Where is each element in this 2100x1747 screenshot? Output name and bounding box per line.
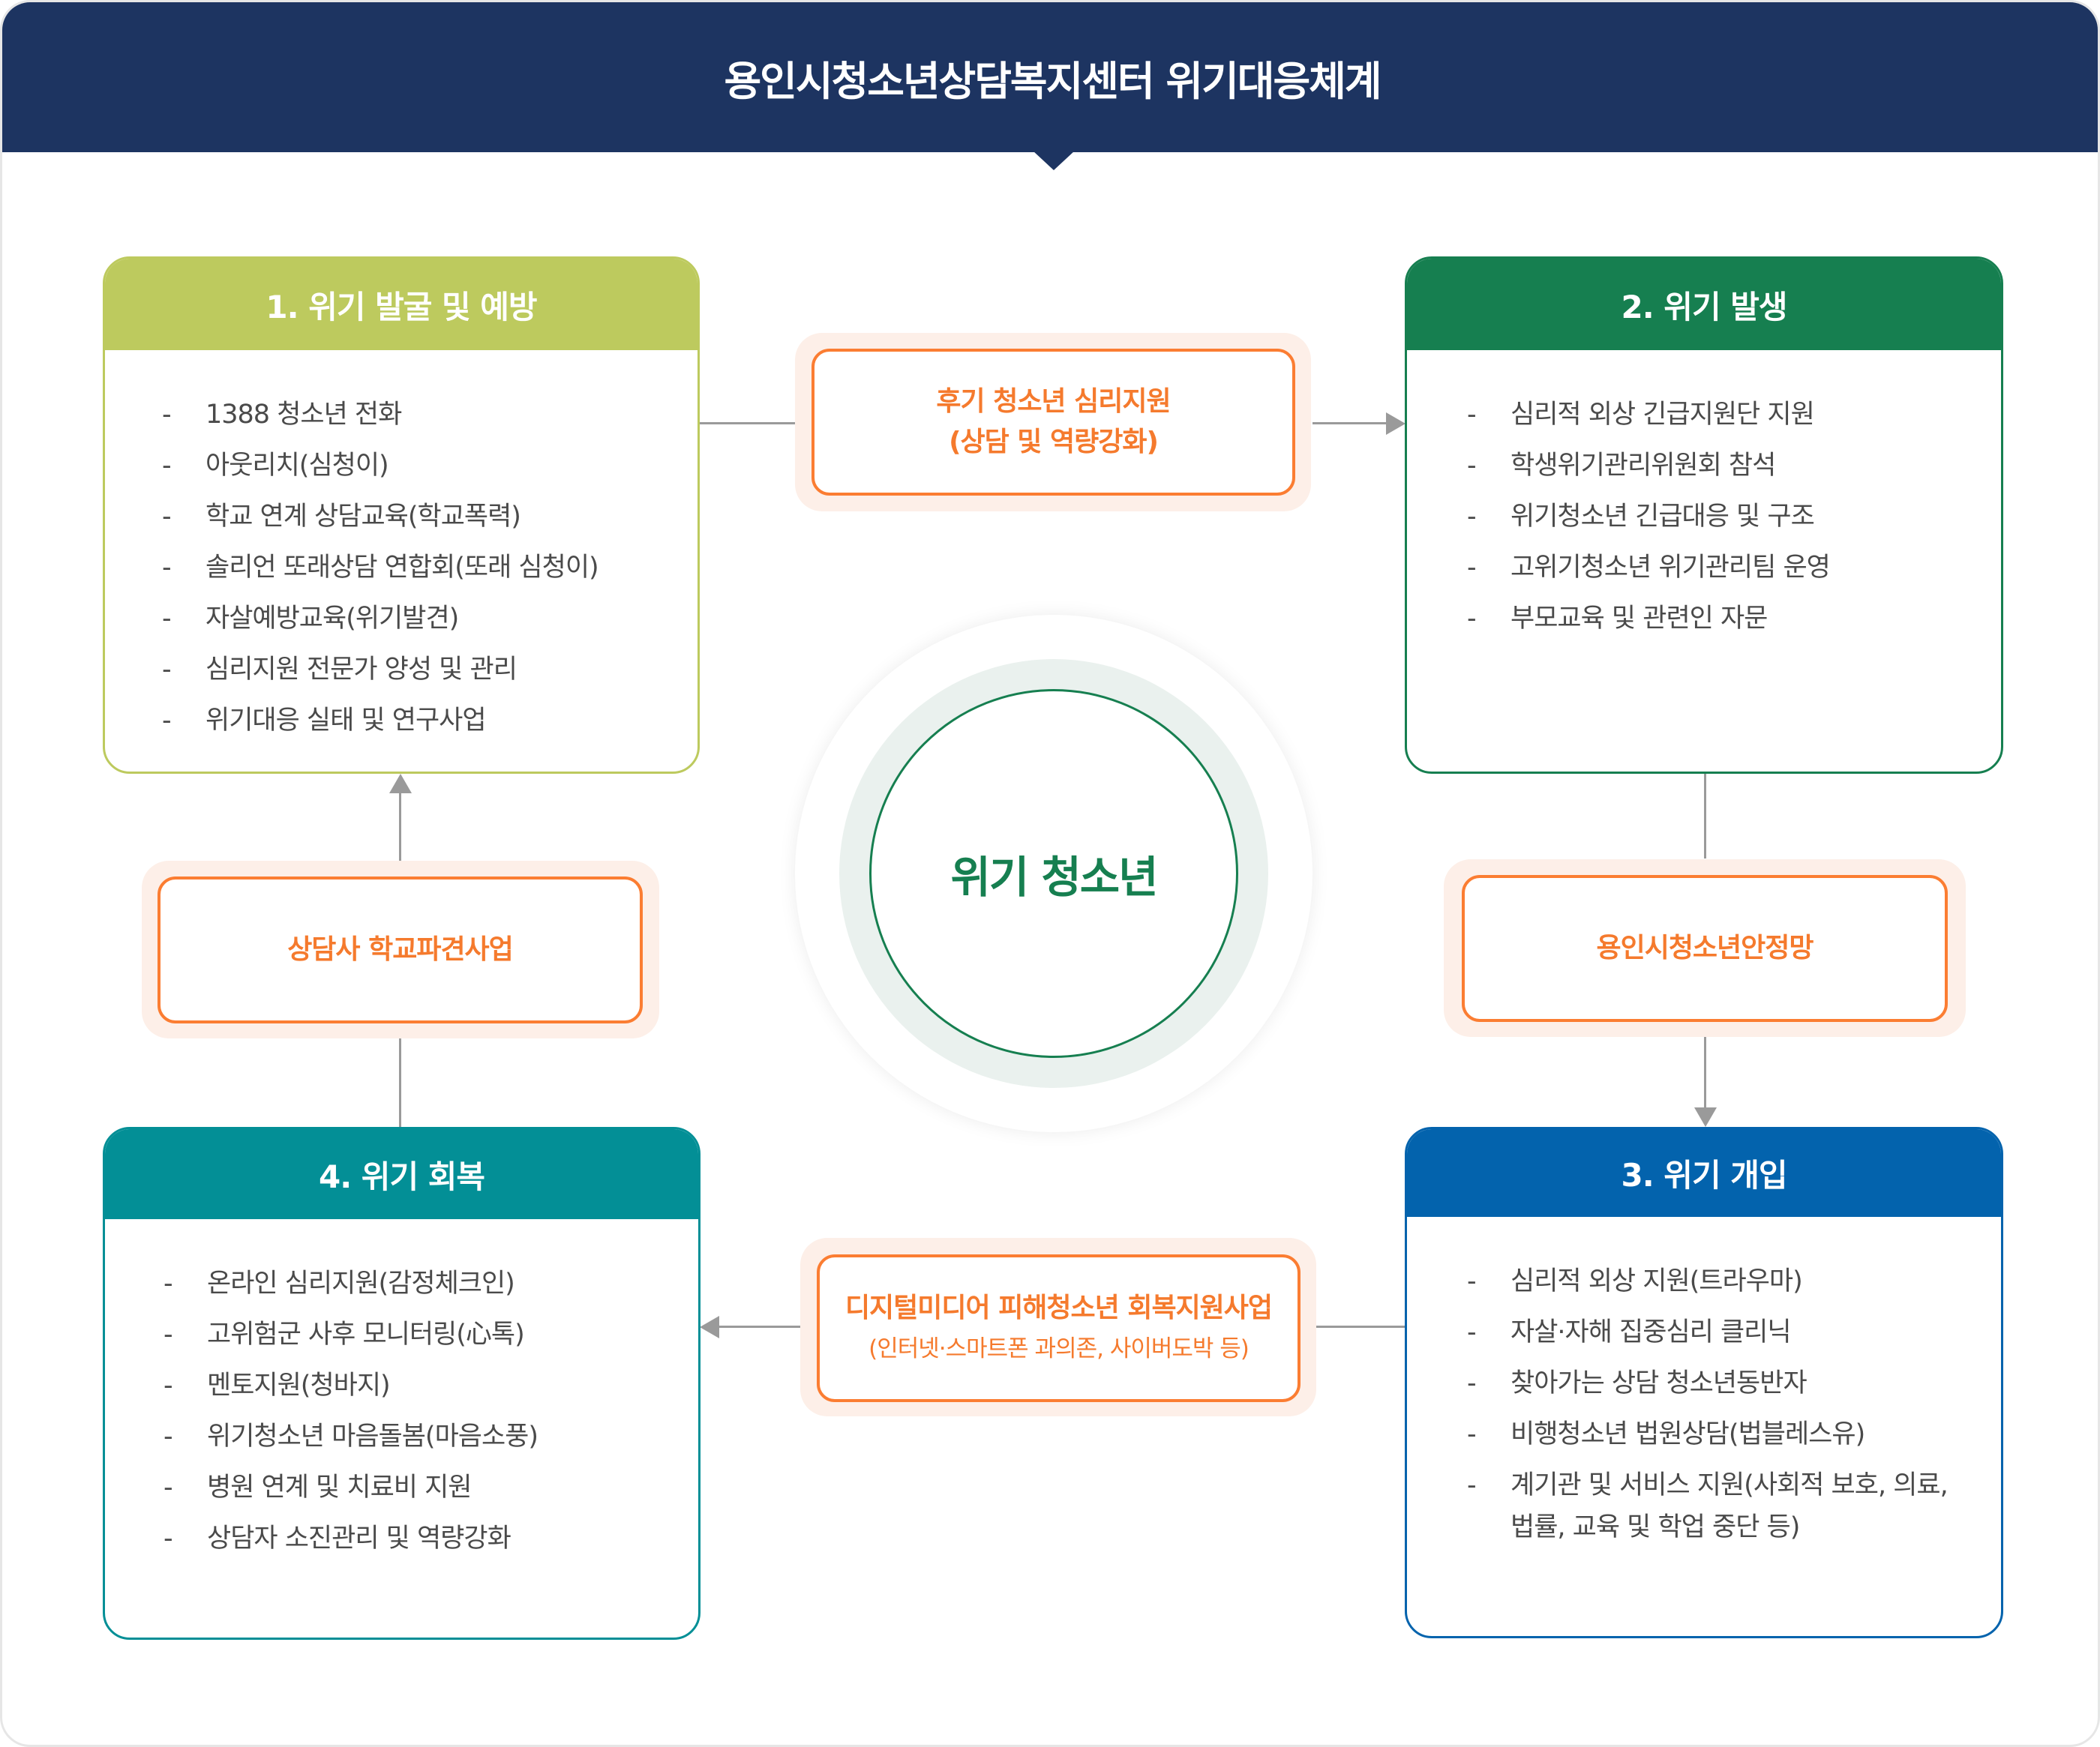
stage-4-box: 4. 위기 회복 -온라인 심리지원(감정체크인) -고위험군 사후 모니터링(… (103, 1127, 700, 1640)
connector-top-2 (1312, 422, 1388, 424)
stage-1-list: -1388 청소년 전화 -아웃리치(심청이) -학교 연계 상담교육(학교폭력… (105, 350, 698, 746)
link-bottom-box: 디지털미디어 피해청소년 회복지원사업 (인터넷·스마트폰 과의존, 사이버도박… (817, 1254, 1300, 1402)
connector-4-left (399, 1038, 401, 1127)
header-pointer (1033, 151, 1075, 170)
link-right-box: 용인시청소년안정망 (1462, 875, 1948, 1022)
list-item: -심리지원 전문가 양성 및 관리 (162, 655, 518, 685)
stage-1-header: 1. 위기 발굴 및 예방 (105, 259, 698, 350)
stage-3-box: 3. 위기 개입 -심리적 외상 지원(트라우마) -자살·자해 집중심리 클리… (1405, 1127, 2003, 1638)
list-item: -자살예방교육(위기발견) (162, 604, 459, 634)
list-item: -위기청소년 긴급대응 및 구조 (1467, 502, 1815, 532)
stage-2-box: 2. 위기 발생 -심리적 외상 긴급지원단 지원 -학생위기관리위원회 참석 … (1405, 256, 2003, 774)
connector-left-1 (399, 792, 401, 861)
list-item: -학교 연계 상담교육(학교폭력) (162, 502, 521, 532)
stage-3-list: -심리적 외상 지원(트라우마) -자살·자해 집중심리 클리닉 -찾아가는 상… (1407, 1217, 2001, 1548)
stage-4-list: -온라인 심리지원(감정체크인) -고위험군 사후 모니터링(心톡) -멘토지원… (105, 1219, 698, 1564)
list-item: -위기청소년 마음돌봄(마음소풍) (164, 1422, 538, 1452)
link-left-label: 상담사 학교파견사업 (287, 934, 514, 965)
list-item: -고위기청소년 위기관리팀 운영 (1467, 553, 1831, 583)
stage-2-header: 2. 위기 발생 (1407, 259, 2001, 350)
center-circle: 위기 청소년 (869, 689, 1238, 1058)
stage-1-box: 1. 위기 발굴 및 예방 -1388 청소년 전화 -아웃리치(심청이) -학… (103, 256, 700, 774)
list-item: -심리적 외상 지원(트라우마) (1467, 1266, 1803, 1296)
list-item: -멘토지원(청바지) (164, 1371, 391, 1401)
arrow-left-icon (700, 1316, 719, 1338)
list-item: -온라인 심리지원(감정체크인) (164, 1269, 515, 1299)
stage-4-header: 4. 위기 회복 (105, 1129, 698, 1219)
link-top-label: 후기 청소년 심리지원 (936, 386, 1171, 417)
link-top-sublabel: (상담 및 역량강화) (949, 427, 1159, 457)
link-bottom-label: 디지털미디어 피해청소년 회복지원사업 (844, 1292, 1273, 1323)
list-item: -부모교육 및 관련인 자문 (1467, 604, 1768, 634)
connector-1-top (699, 422, 795, 424)
arrow-up-icon (389, 774, 412, 793)
list-item: -고위험군 사후 모니터링(心톡) (164, 1320, 525, 1350)
center-label: 위기 청소년 (950, 852, 1159, 903)
list-item: -상담자 소진관리 및 역량강화 (164, 1524, 512, 1554)
list-item: -솔리언 또래상담 연합회(또래 심청이) (162, 553, 599, 583)
list-item: -자살·자해 집중심리 클리닉 (1467, 1317, 1792, 1347)
arrow-down-icon (1694, 1107, 1717, 1127)
page-title: 용인시청소년상담복지센터 위기대응체계 (2, 2, 2098, 152)
list-item: -병원 연계 및 치료비 지원 (164, 1473, 472, 1503)
arrow-right-icon (1386, 412, 1406, 435)
connector-2-right (1704, 772, 1706, 859)
link-left-box: 상담사 학교파견사업 (158, 876, 643, 1023)
list-item: -1388 청소년 전화 (162, 400, 402, 430)
list-item: -비행청소년 법원상담(법블레스유) (1467, 1419, 1865, 1449)
list-item: -아웃리치(심청이) (162, 451, 389, 481)
stage-2-list: -심리적 외상 긴급지원단 지원 -학생위기관리위원회 참석 -위기청소년 긴급… (1407, 350, 2001, 644)
list-item: -위기대응 실태 및 연구사업 (162, 706, 487, 736)
list-item: -학생위기관리위원회 참석 (1467, 451, 1776, 481)
connector-right-3 (1704, 1037, 1706, 1109)
connector-3-bottom (1316, 1326, 1405, 1328)
link-top-box: 후기 청소년 심리지원 (상담 및 역량강화) (812, 349, 1295, 496)
connector-bottom-4 (719, 1326, 800, 1328)
link-right-label: 용인시청소년안정망 (1596, 933, 1814, 963)
link-bottom-sublabel: (인터넷·스마트폰 과의존, 사이버도박 등) (868, 1335, 1250, 1362)
list-item: -심리적 외상 긴급지원단 지원 (1467, 400, 1815, 430)
list-item: -찾아가는 상담 청소년동반자 (1467, 1368, 1808, 1398)
list-item: -계기관 및 서비스 지원(사회적 보호, 의료, 법률, 교육 및 학업 중단… (1467, 1470, 1948, 1542)
stage-3-header: 3. 위기 개입 (1407, 1129, 2001, 1217)
